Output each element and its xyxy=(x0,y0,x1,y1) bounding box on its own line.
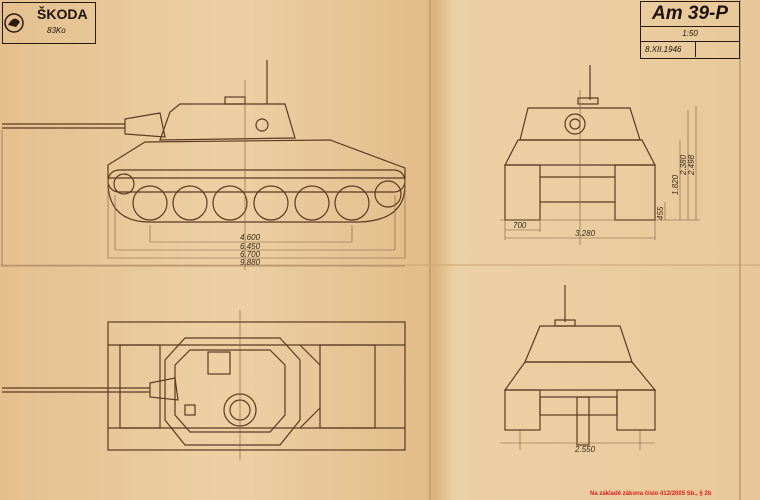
dimension-label: 3.280 xyxy=(575,229,596,238)
scale: 1:50 xyxy=(641,27,739,42)
dimension-label: 2.380 xyxy=(679,154,688,176)
dimension-label: 9.880 xyxy=(240,258,261,267)
brand-name: ŠKODA xyxy=(37,6,88,22)
side-view xyxy=(1,60,406,270)
dimension-label: 455 xyxy=(656,206,665,220)
title-block-left: ŠKODA 83Ko xyxy=(2,2,96,44)
front-view xyxy=(500,65,700,245)
dimension-label: 1.820 xyxy=(671,174,680,195)
dimension-label: 6.700 xyxy=(240,250,261,259)
designation: Am 39-P xyxy=(641,2,739,27)
skoda-logo-icon xyxy=(4,13,24,33)
drawing-date: 8.XII.1946 xyxy=(641,42,696,57)
footer-note: Na základě zákona číslo 412/2005 Sb., § … xyxy=(590,491,712,497)
dimension-label: 2.498 xyxy=(687,154,696,176)
rear-view xyxy=(500,285,657,450)
dimension-label: 4.600 xyxy=(240,233,261,242)
title-block-right: Am 39-P 1:50 8.XII.1946 xyxy=(640,1,740,59)
dimension-label: 2.550 xyxy=(574,445,596,454)
dimension-label: 700 xyxy=(513,221,527,230)
dimension-label: 6.450 xyxy=(240,242,261,251)
top-view xyxy=(2,310,406,460)
drawing-number: 83Ko xyxy=(47,26,66,35)
